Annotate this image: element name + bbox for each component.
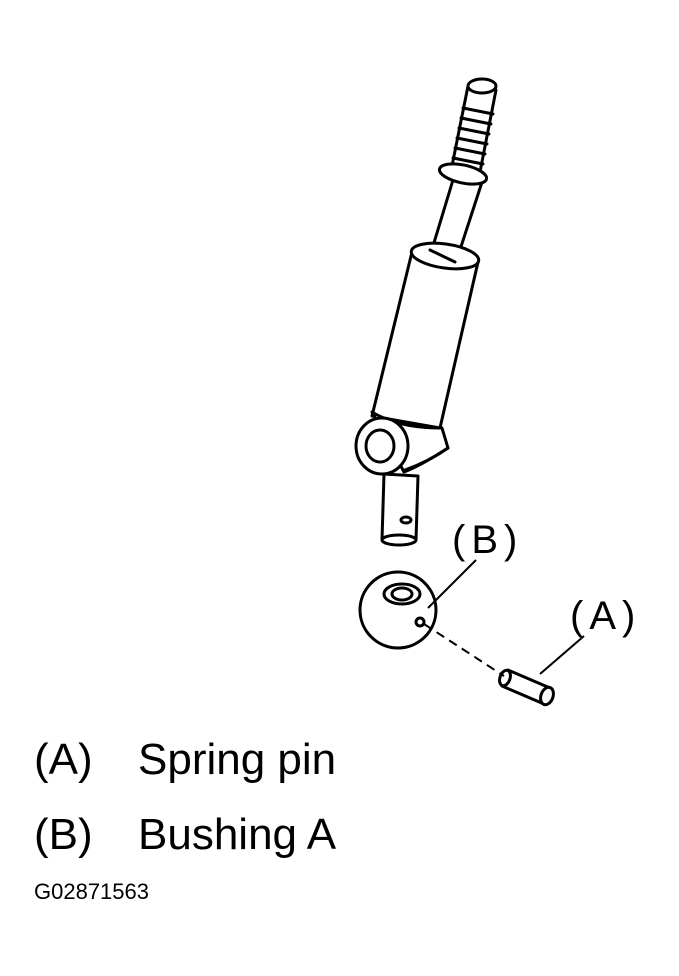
figure-code: G02871563 [34, 879, 149, 904]
leader-line-b [427, 559, 477, 609]
legend-key: (B) [34, 810, 93, 859]
lever-lower-stub [380, 472, 420, 547]
legend-label: Bushing A [138, 810, 337, 859]
legend-row-a: (A) Spring pin [34, 736, 336, 784]
legend-label: Spring pin [138, 735, 337, 784]
legend-key: (A) [34, 735, 93, 784]
legend-row-b: (B) Bushing A [34, 811, 336, 859]
callout-label-a: (A) [570, 594, 642, 638]
spring-pin [498, 668, 555, 707]
lever-eye-joint [354, 410, 450, 476]
lever-shaft [428, 77, 498, 264]
leader-line-a [539, 635, 585, 675]
callout-label-b: (B) [452, 518, 524, 562]
assembly-dashed-line [423, 623, 505, 677]
lever-tube [370, 241, 481, 430]
bushing-a [358, 570, 438, 650]
